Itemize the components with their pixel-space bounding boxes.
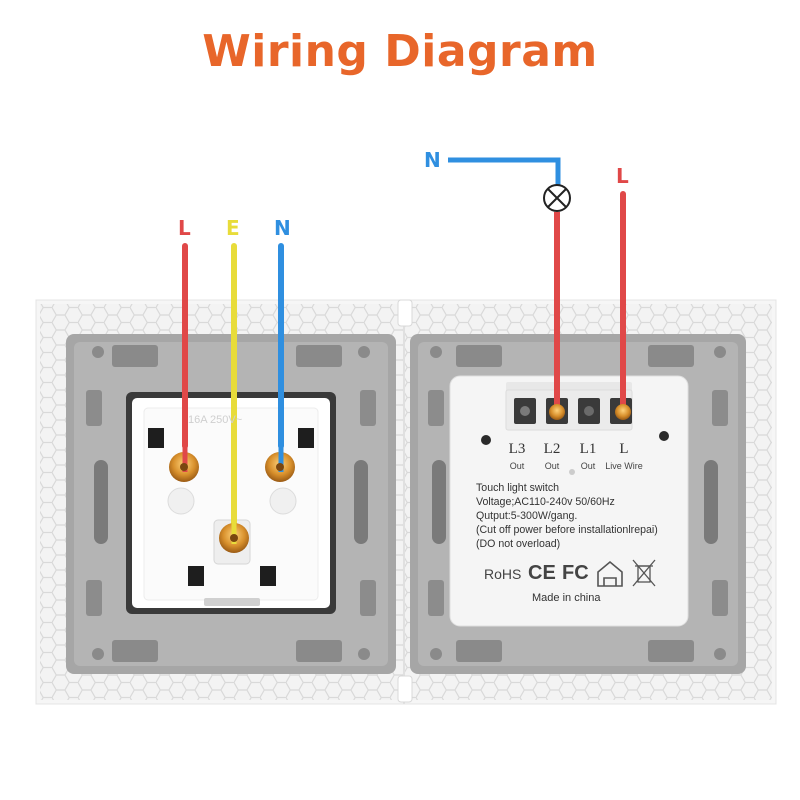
- socket-rating: 16A 250V~: [188, 414, 243, 426]
- terminal-sub-l3: Out: [509, 461, 525, 471]
- socket-neutral-label: N: [274, 216, 291, 240]
- terminal-label-l: L: [619, 441, 629, 457]
- terminal-sub-l: Live Wire: [605, 461, 643, 471]
- terminal-sub-l1: Out: [580, 461, 596, 471]
- switch-module: [449, 375, 689, 627]
- ce-mark: CE: [528, 562, 556, 584]
- spec-line: Qutput:5-300W/gang.: [476, 510, 578, 522]
- switch-terminal-l2: [549, 404, 565, 420]
- switch-live-label: L: [616, 164, 629, 188]
- terminal-sub-l2: Out: [544, 461, 560, 471]
- terminal-label-l3: L3: [508, 441, 526, 457]
- fcc-mark: FC: [562, 562, 589, 584]
- socket-slot: [260, 566, 276, 586]
- socket-slot: [188, 566, 204, 586]
- terminal-label-l1: L1: [579, 441, 597, 457]
- made-in-label: Made in china: [532, 592, 601, 604]
- socket-earth-label: E: [226, 216, 240, 240]
- switch-neutral-label: N: [424, 148, 441, 172]
- switch-terminal-l: [615, 404, 631, 420]
- socket-live-label: L: [178, 216, 191, 240]
- page-title: Wiring Diagram: [202, 26, 598, 77]
- spec-line: (Cut off power before installationlrepai…: [476, 524, 658, 536]
- socket-slot: [148, 428, 164, 448]
- spec-line: Voltage;AC110-240v 50/60Hz: [476, 496, 615, 508]
- terminal-label-l2: L2: [543, 441, 561, 457]
- socket-slot: [298, 428, 314, 448]
- spec-line: Touch light switch: [476, 482, 560, 494]
- crossed-bin-icon: [632, 559, 656, 587]
- switch-wires: [448, 157, 631, 420]
- spec-line: (DO not overload): [476, 538, 561, 550]
- switch-neutral-wire: [448, 157, 561, 186]
- home-icon: [597, 560, 623, 587]
- socket-wires: [169, 243, 295, 553]
- rohs-mark: RoHS: [484, 566, 522, 582]
